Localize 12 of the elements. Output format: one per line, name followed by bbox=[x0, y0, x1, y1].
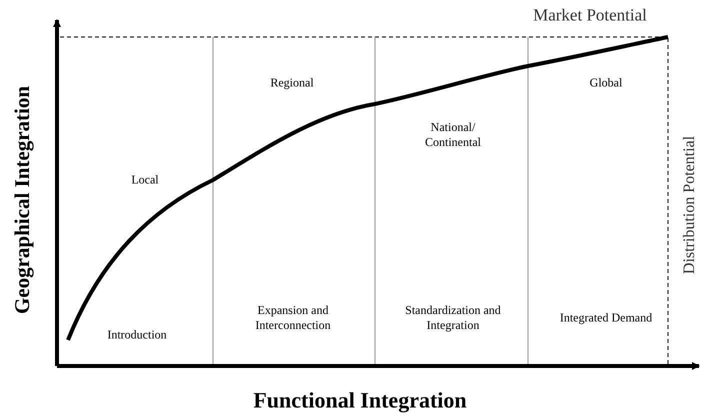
zone-label: National/ Continental bbox=[424, 120, 482, 150]
axis-title: Functional Integration bbox=[252, 386, 468, 414]
phase-label: Integrated Demand bbox=[558, 310, 654, 326]
zone-label: Global bbox=[588, 76, 624, 90]
zone-label: Local bbox=[130, 172, 160, 188]
axis-limit-label: Market Potential bbox=[532, 4, 648, 26]
axis-title: Geographical Integration bbox=[8, 84, 35, 316]
axis-limit-label: Distribution Potential bbox=[680, 134, 699, 276]
phase-label: Standardization and Integration bbox=[404, 303, 502, 333]
zone-label: Regional bbox=[269, 76, 315, 90]
phase-label: Expansion and Interconnection bbox=[254, 303, 332, 333]
phase-label: Introduction bbox=[106, 328, 168, 342]
